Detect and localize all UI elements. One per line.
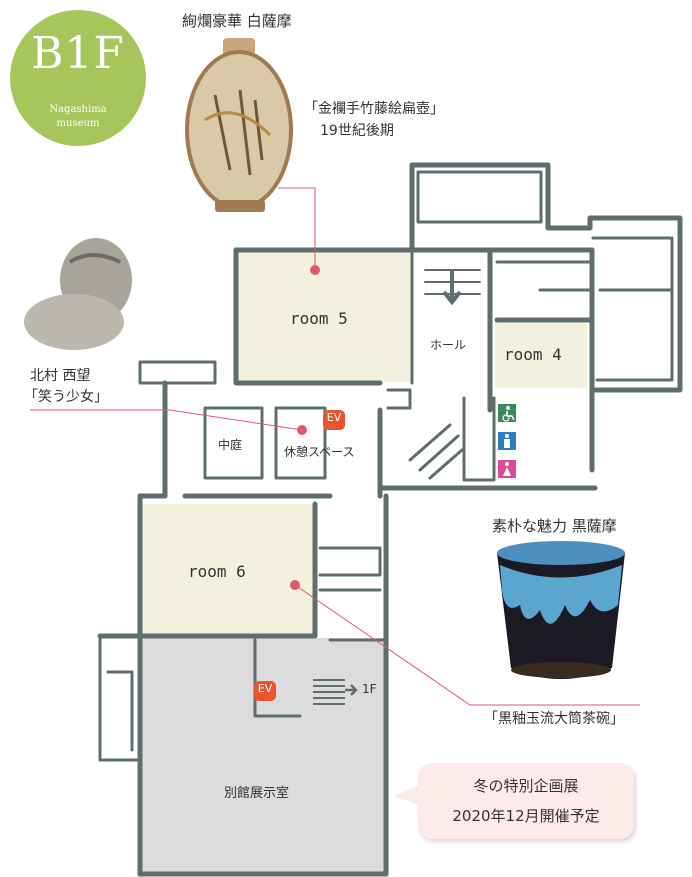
marker-room5[interactable] <box>310 265 320 275</box>
marker-room6[interactable] <box>290 580 300 590</box>
stairs-hall-arrow <box>442 270 462 306</box>
white-satsuma-period: 19世紀後期 <box>320 123 394 139</box>
girl-artist: 北村 西望 <box>30 368 91 384</box>
male-restroom-icon <box>498 432 516 450</box>
white-satsuma-title: 「金襴手竹藤絵扁壺」 <box>304 101 444 117</box>
marker-lounge[interactable] <box>297 425 307 435</box>
wheelchair-icon <box>498 404 516 422</box>
ev-label-top: EV <box>326 411 342 424</box>
callout-line-2: 2020年12月開催予定 <box>452 807 600 825</box>
room5-label: room 5 <box>290 309 348 328</box>
callout-line-1: 冬の特別企画展 <box>473 777 579 795</box>
black-satsuma-heading: 素朴な魅力 黒薩摩 <box>492 517 617 535</box>
room4-label: room 4 <box>504 345 562 364</box>
badge-line-2: museum <box>56 118 100 129</box>
room6-label: room 6 <box>188 562 246 581</box>
room5-area[interactable] <box>238 250 412 382</box>
lounge-label: 休憩スペース <box>284 445 355 459</box>
annex-label: 別館展示室 <box>224 786 290 801</box>
ev-icon[interactable] <box>254 681 276 701</box>
map-markers <box>290 265 320 590</box>
black-satsuma-title: 「黒釉玉流大筒茶碗」 <box>484 711 624 727</box>
ev-label-bottom: EV <box>257 682 273 695</box>
badge-line-1: Nagashima <box>49 104 107 115</box>
room6-area[interactable] <box>141 504 316 634</box>
courtyard-label: 中庭 <box>218 438 243 452</box>
white-satsuma-vase-image <box>185 38 293 212</box>
laughing-girl-sculpture-image <box>24 238 132 350</box>
black-satsuma-teabowl-image <box>497 541 625 679</box>
stairs-1f <box>313 679 358 705</box>
floor-badge: B1F Nagashima museum <box>10 10 146 146</box>
floor-number: B1F <box>31 28 125 79</box>
leader-lines <box>30 187 640 706</box>
hall-label: ホール <box>430 338 467 352</box>
girl-title: 「笑う少女」 <box>24 389 108 405</box>
walls <box>97 162 683 877</box>
stairs-1f-label: 1F <box>362 682 377 696</box>
annex-area[interactable] <box>140 638 385 874</box>
special-exhibition-callout: 冬の特別企画展 2020年12月開催予定 <box>418 763 634 839</box>
white-satsuma-heading: 絢爛豪華 白薩摩 <box>182 12 292 30</box>
ev-icon[interactable] <box>323 410 345 430</box>
female-restroom-icon <box>498 460 516 478</box>
room4-area[interactable] <box>495 323 587 388</box>
